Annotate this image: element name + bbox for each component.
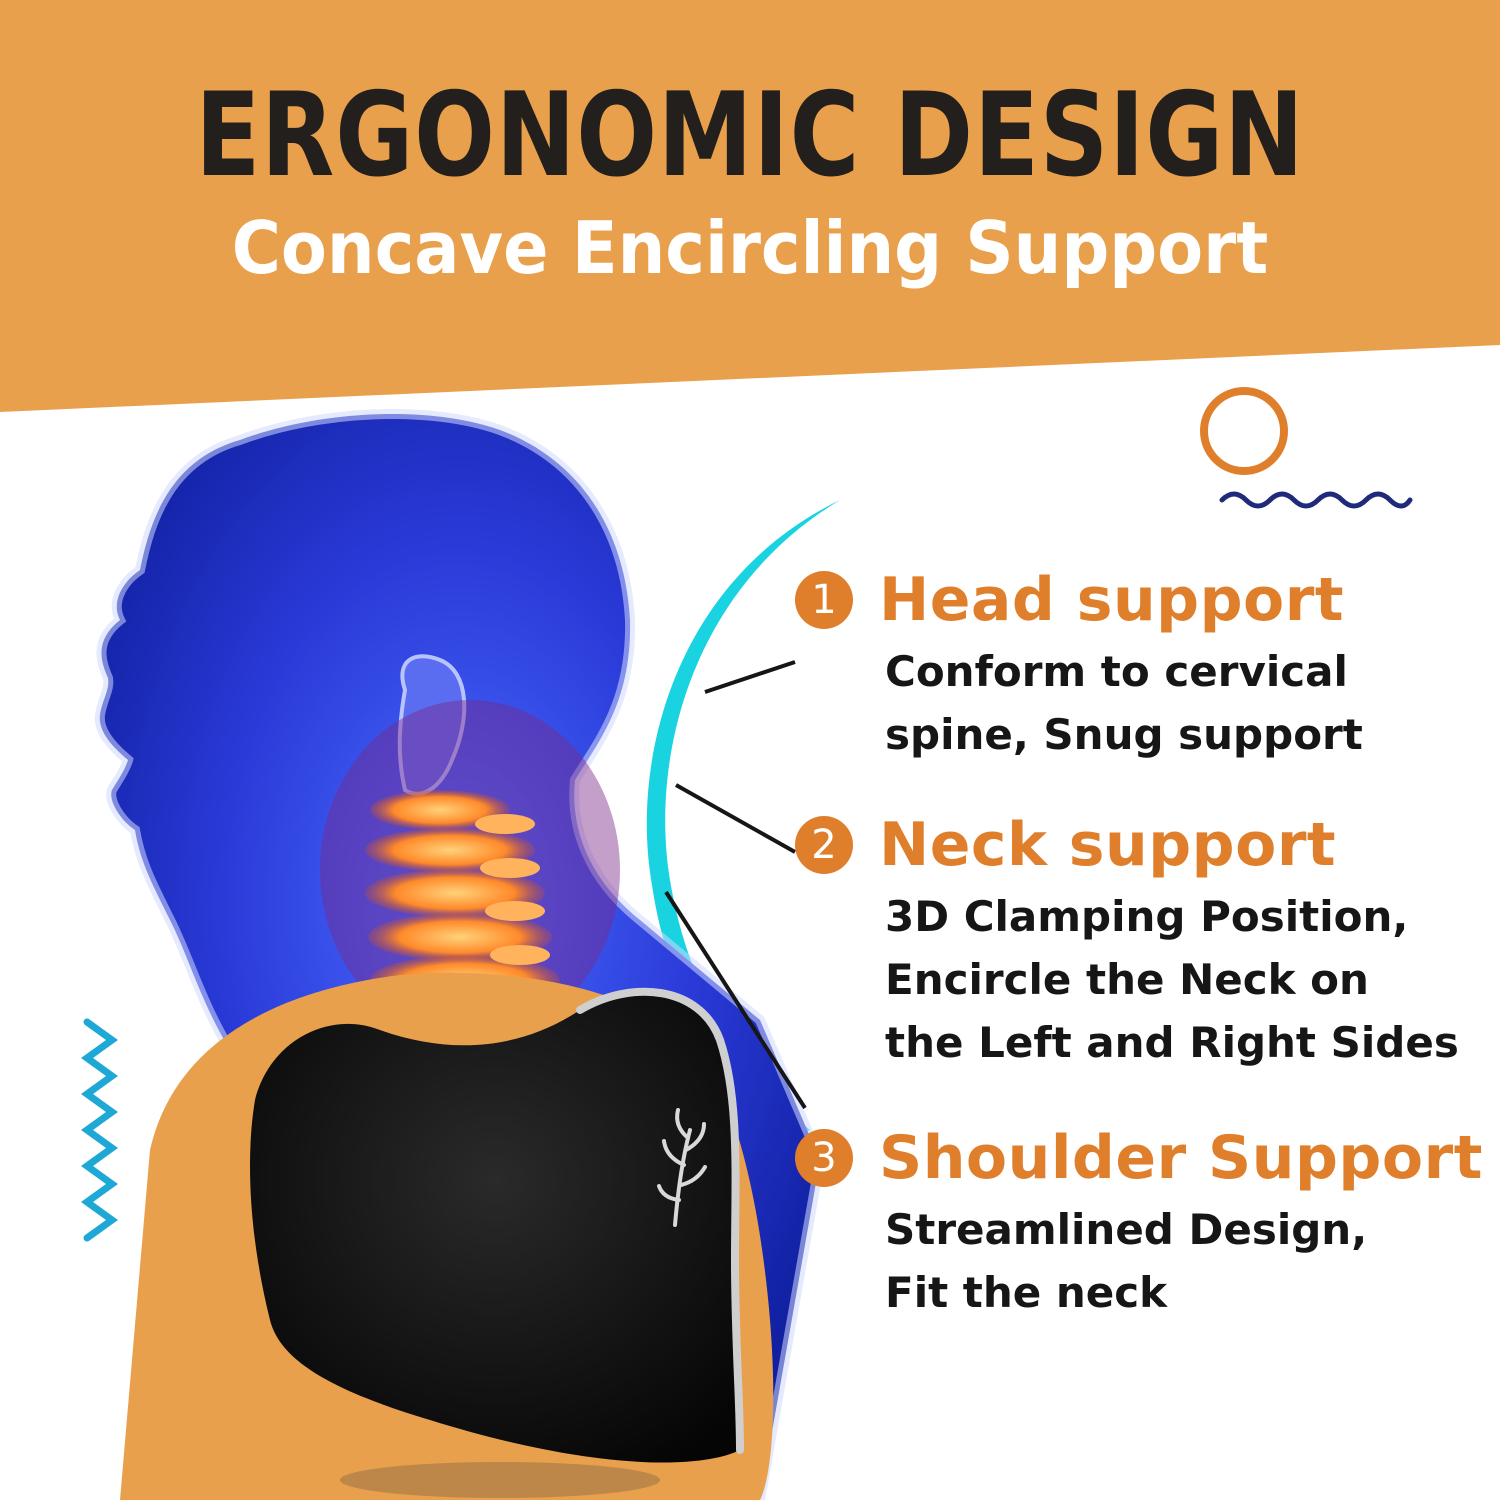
feature-description-line: spine, Snug support: [885, 710, 1363, 759]
leader-line-shoulder: [664, 890, 807, 1110]
zigzag-icon: [81, 1018, 118, 1242]
feature-description: Streamlined Design, Fit the neck: [885, 1198, 1475, 1324]
feature-description: 3D Clamping Position, Encircle the Neck …: [885, 885, 1475, 1074]
feature-head-support: 1 Head support Conform to cervical spine…: [795, 570, 1475, 766]
feature-description-line: 3D Clamping Position,: [885, 892, 1409, 941]
feature-shoulder-support: 3 Shoulder Support Streamlined Design, F…: [795, 1128, 1482, 1324]
leader-line-neck: [675, 783, 796, 854]
feature-description: Conform to cervical spine, Snug support: [885, 640, 1475, 766]
feature-number-badge: 1: [795, 571, 853, 629]
feature-number-badge: 3: [795, 1129, 853, 1187]
neck-pillow-illustration: [250, 987, 744, 1498]
plant-logo-icon: [657, 1108, 707, 1227]
feature-number-badge: 2: [795, 816, 853, 874]
wave-line-icon: [1219, 491, 1413, 509]
feature-title: Neck support: [879, 810, 1337, 880]
feature-title: Head support: [879, 565, 1345, 635]
page-title: ERGONOMIC DESIGN: [195, 68, 1305, 203]
feature-description-line: Conform to cervical: [885, 647, 1348, 696]
feature-description-line: Encircle the Neck on: [885, 955, 1369, 1004]
feature-title: Shoulder Support: [879, 1123, 1483, 1193]
feature-neck-support: 2 Neck support 3D Clamping Position, Enc…: [795, 815, 1475, 1074]
page-subtitle: Concave Encircling Support: [231, 206, 1269, 290]
feature-description-line: Fit the neck: [885, 1268, 1168, 1317]
sun-circle-icon: [1200, 387, 1288, 475]
feature-description-line: the Left and Right Sides: [885, 1018, 1459, 1067]
leader-line-head: [704, 660, 796, 694]
feature-description-line: Streamlined Design,: [885, 1205, 1368, 1254]
orange-header-band: [0, 0, 1500, 412]
